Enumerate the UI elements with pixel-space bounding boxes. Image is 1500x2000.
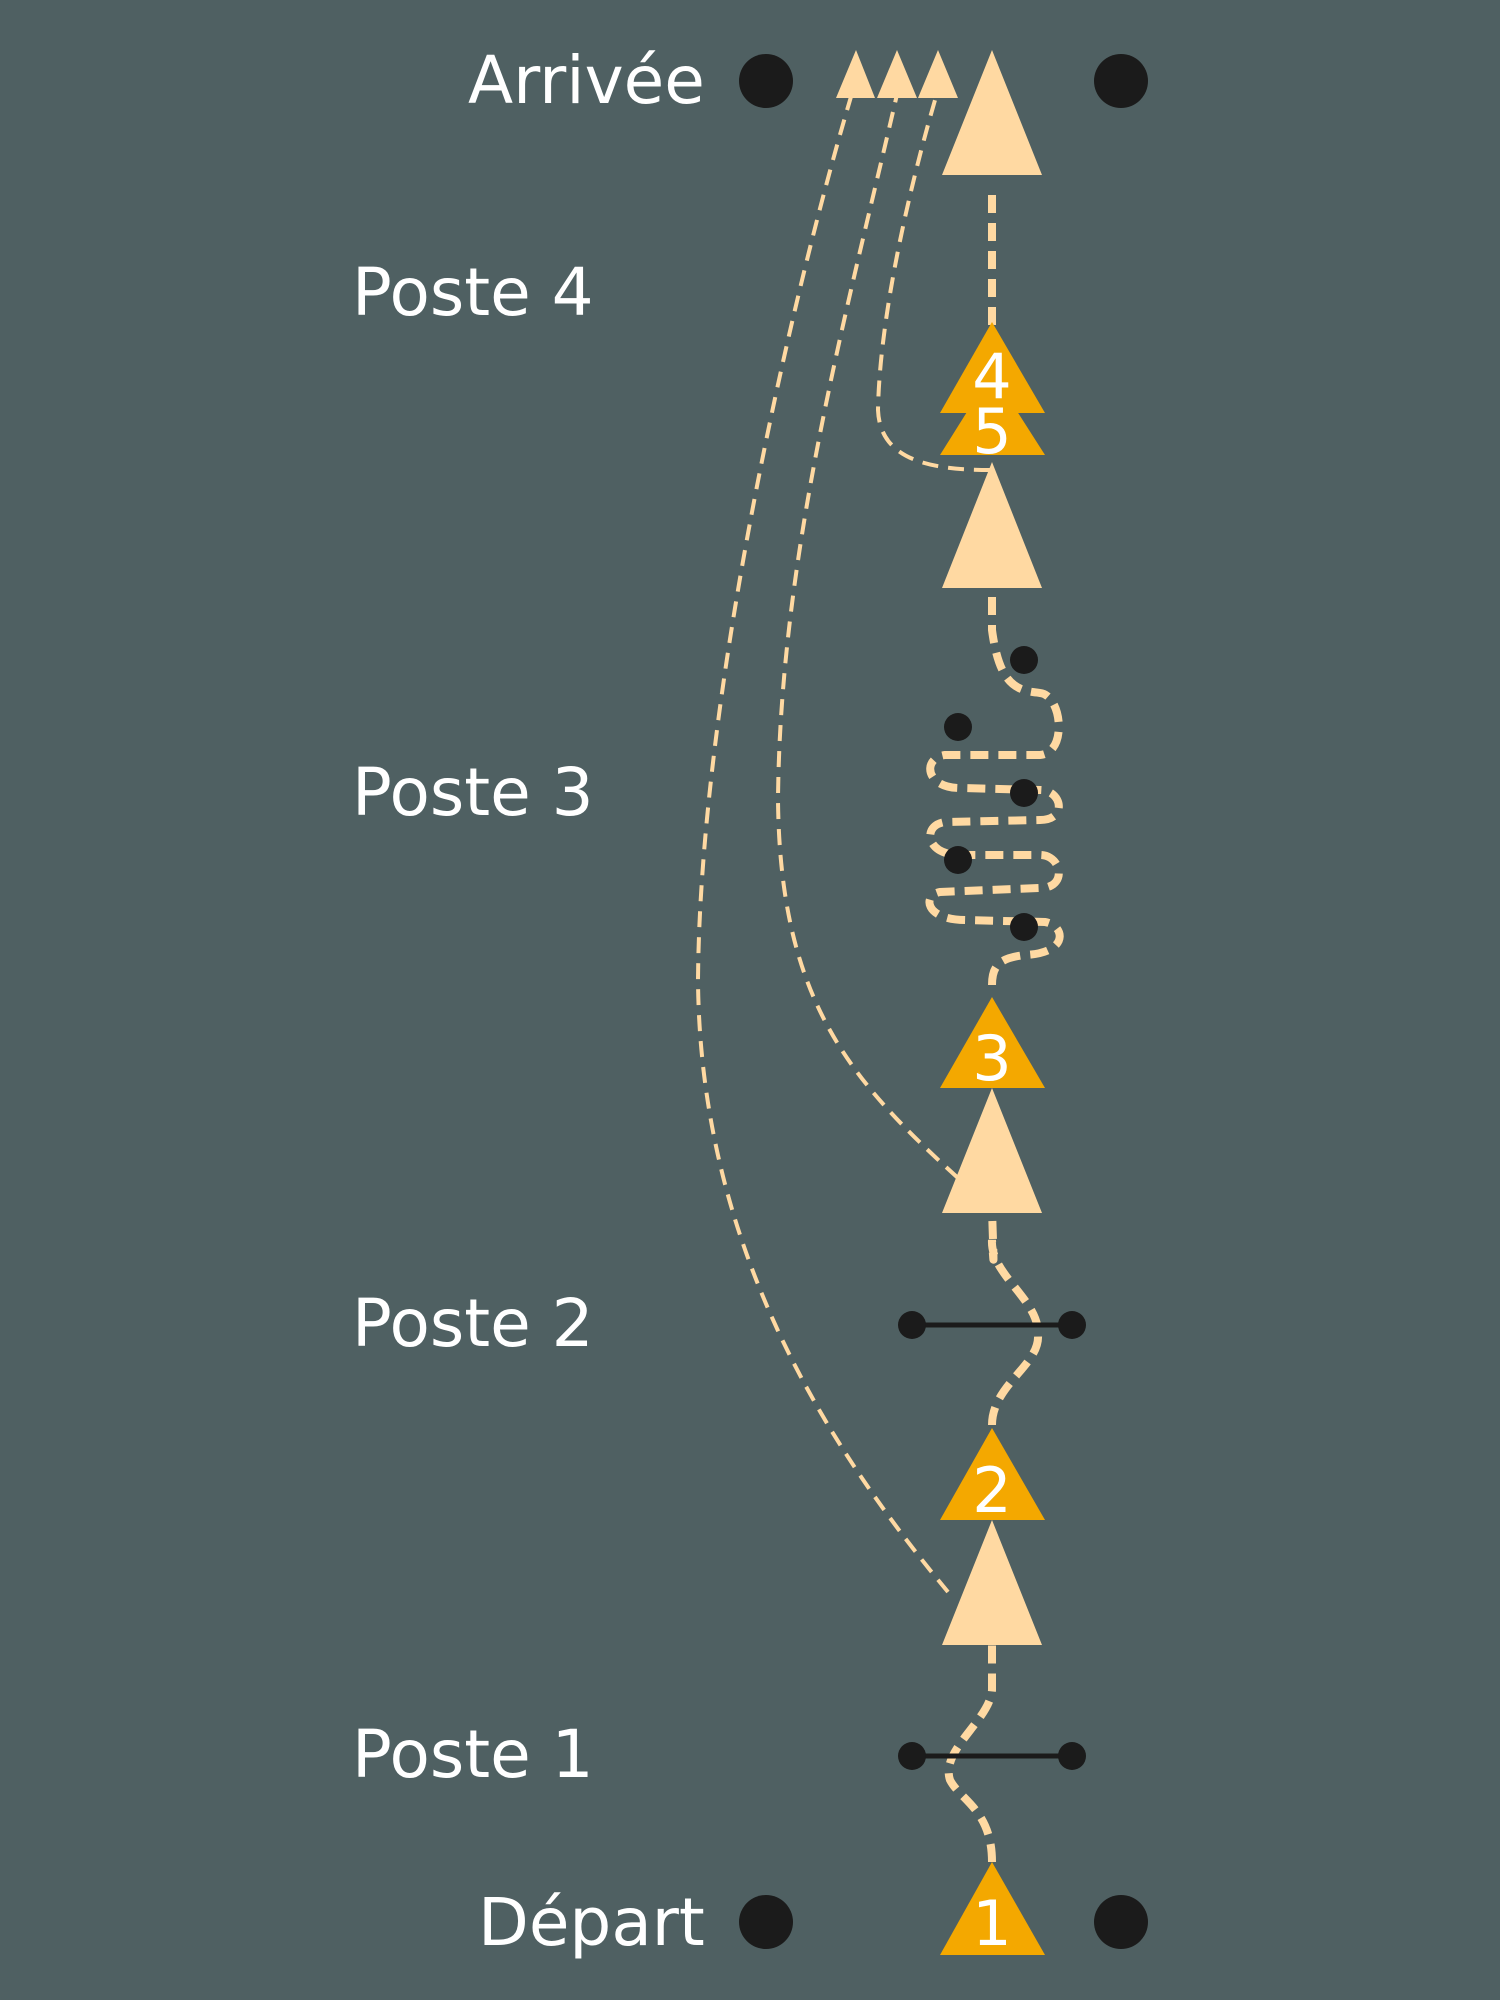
label-arrivee: Arrivée	[468, 42, 705, 119]
start-post-right	[1094, 1895, 1148, 1949]
marker-2-number: 2	[972, 1454, 1011, 1527]
cone-after-poste-1	[942, 1520, 1042, 1645]
cone-after-poste-2	[942, 1088, 1042, 1213]
slalom-pole-1	[1010, 646, 1038, 674]
return-path-from-poste-1	[695, 89, 950, 1594]
return-path-from-poste-4	[875, 89, 991, 472]
slalom-pole-2	[944, 713, 972, 741]
start-post-left	[739, 1895, 793, 1949]
label-poste-3: Poste 3	[352, 754, 594, 831]
marker-3-number: 3	[972, 1022, 1011, 1095]
marker-cone-4	[940, 322, 1045, 413]
return-arrowhead-3	[918, 50, 958, 98]
cone-finish	[942, 50, 1042, 175]
finish-post-left	[739, 54, 793, 108]
return-arrowhead-1	[836, 50, 875, 98]
slalom-pole-5	[1010, 913, 1038, 941]
label-poste-4: Poste 4	[352, 254, 594, 331]
return-path-from-poste-2	[775, 89, 960, 1180]
marker-cone-1	[940, 1862, 1045, 1955]
gate-poste-2-left-post	[898, 1311, 926, 1339]
gate-poste-1-left-post	[898, 1742, 926, 1770]
gate-poste-1-right-post	[1058, 1742, 1086, 1770]
marker-cone-2	[940, 1428, 1045, 1520]
finish-post-right	[1094, 54, 1148, 108]
gate-poste-2-right-post	[1058, 1311, 1086, 1339]
label-poste-2: Poste 2	[352, 1285, 594, 1362]
cone-before-poste-4	[942, 462, 1042, 588]
marker-4-number: 4	[972, 340, 1011, 413]
slalom-pole-3	[1010, 779, 1038, 807]
slalom-pole-4	[944, 846, 972, 874]
label-depart: Départ	[478, 1884, 705, 1961]
marker-5-number: 5	[972, 395, 1011, 468]
marker-1-number: 1	[972, 1887, 1011, 1960]
return-arrowhead-2	[877, 50, 917, 98]
main-route	[925, 190, 1064, 1863]
marker-cone-3	[940, 997, 1045, 1088]
marker-cone-5	[940, 372, 1045, 455]
label-poste-1: Poste 1	[352, 1716, 594, 1793]
